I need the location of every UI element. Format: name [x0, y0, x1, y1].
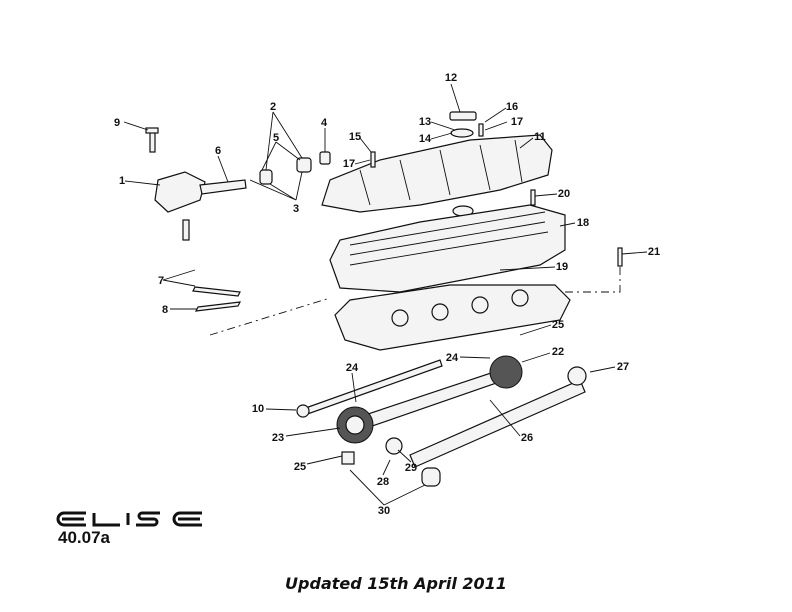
callout: 28 — [377, 476, 389, 488]
callout: 19 — [556, 261, 568, 273]
camshafts — [296, 355, 587, 487]
callout: 3 — [293, 203, 299, 215]
callout: 17 — [343, 158, 355, 170]
callout: 9 — [114, 117, 120, 129]
callout: 8 — [162, 304, 168, 316]
callout: 25 — [552, 319, 564, 331]
callout: 14 — [419, 133, 432, 145]
callout: 5 — [273, 132, 279, 144]
callout: 12 — [445, 72, 457, 84]
callout: 29 — [405, 462, 417, 474]
callout: 15 — [349, 131, 361, 143]
callout: 17 — [511, 116, 523, 128]
gasket — [334, 284, 571, 351]
page-code: 40.07a — [58, 528, 110, 547]
leader-lines — [123, 83, 648, 506]
callout: 26 — [521, 432, 533, 444]
callout: 21 — [648, 246, 660, 258]
callout: 27 — [617, 361, 629, 373]
callout: 7 — [158, 275, 164, 287]
callout: 10 — [252, 403, 264, 415]
elise-logo — [56, 511, 202, 527]
callout: 30 — [378, 505, 390, 517]
callout: 24 — [346, 362, 359, 374]
callout: 1 — [119, 175, 125, 187]
callout: 16 — [506, 101, 518, 113]
callout-labels: 12 16 13 17 14 11 15 17 9 6 2 5 4 3 1 20… — [114, 72, 660, 517]
callout: 22 — [552, 346, 564, 358]
updated-note: Updated 15th April 2011 — [285, 574, 507, 593]
callout: 24 — [446, 352, 459, 364]
callout: 4 — [321, 117, 328, 129]
callout: 2 — [270, 101, 276, 113]
callout: 25 — [294, 461, 306, 473]
callout: 11 — [534, 131, 546, 143]
centre-line — [209, 265, 621, 336]
callout: 13 — [419, 116, 431, 128]
callout: 6 — [215, 145, 221, 157]
cam-carrier — [329, 204, 566, 293]
callout: 20 — [558, 188, 570, 200]
callout: 23 — [272, 432, 284, 444]
callout: 18 — [577, 217, 589, 229]
cam-cover — [321, 134, 553, 217]
